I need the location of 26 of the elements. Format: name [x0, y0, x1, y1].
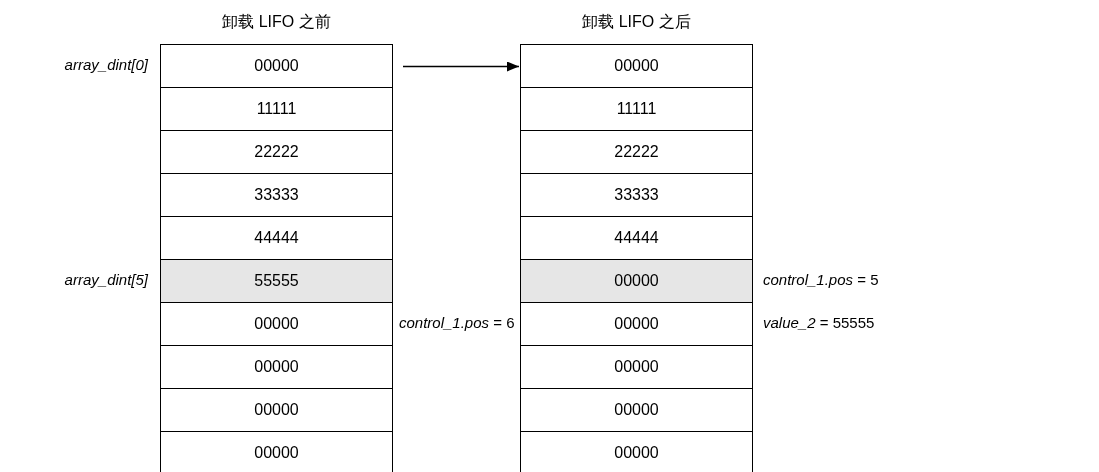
table-cell: 22222 [160, 130, 393, 174]
table-cell: 33333 [520, 173, 753, 217]
table-cell: 55555 [160, 259, 393, 303]
variable-name: array_dint[5] [64, 270, 148, 290]
variable-name: array_dint[0] [64, 55, 148, 75]
table-cell: 00000 [520, 345, 753, 389]
table-cell: 11111 [520, 87, 753, 131]
arrow [402, 61, 520, 72]
table-cell: 33333 [160, 173, 393, 217]
table-cell: 00000 [520, 431, 753, 472]
table-cell: 00000 [520, 388, 753, 432]
table-cell: 11111 [160, 87, 393, 131]
table-cell: 22222 [520, 130, 753, 174]
table-cell: 00000 [160, 302, 393, 346]
status-note: value_2 = 55555 [763, 313, 875, 333]
table-cell: 00000 [520, 259, 753, 303]
table-cell: 00000 [160, 345, 393, 389]
table-cell: 00000 [520, 302, 753, 346]
table-cell: 00000 [160, 388, 393, 432]
table-cell: 00000 [520, 44, 753, 88]
status-note: control_1.pos = 5 [763, 270, 879, 290]
table-cell: 00000 [160, 44, 393, 88]
table-heading: 卸载 LIFO 之前 [221, 12, 332, 32]
status-note: control_1.pos = 6 [399, 313, 515, 333]
table-heading: 卸载 LIFO 之后 [581, 12, 692, 32]
table-cell: 00000 [160, 431, 393, 472]
